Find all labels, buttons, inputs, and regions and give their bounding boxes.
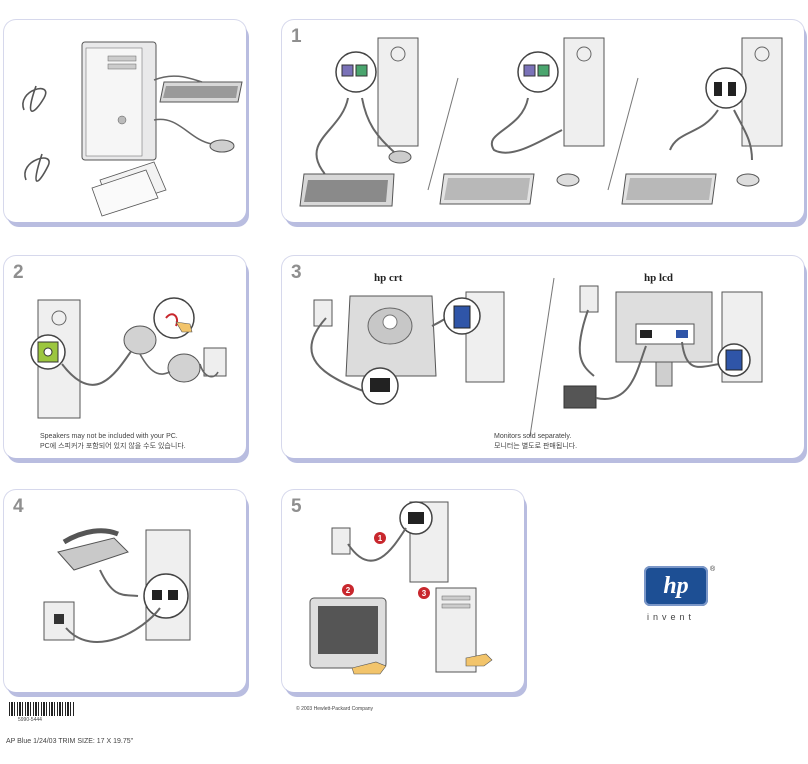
badge-2-icon xyxy=(342,584,354,596)
step-5-illustration: 1 2 3 xyxy=(309,501,493,675)
pc-tower-back-icon xyxy=(377,37,419,147)
keyboard-icon xyxy=(299,173,395,207)
keyboard-icon xyxy=(439,173,535,205)
crt-monitor-front-icon xyxy=(309,597,387,669)
panel-step-2: 2 Speakers may not be included with your… xyxy=(4,256,246,458)
power-adapter-icon xyxy=(563,385,597,409)
crt-monitor-label: hp crt xyxy=(374,272,403,284)
crt-monitor-back-icon xyxy=(345,295,437,377)
mouse-icon xyxy=(556,173,580,187)
monitors-caption-en: Monitors sold separately. xyxy=(494,433,572,440)
step-number: 4 xyxy=(13,496,24,517)
modem-port-callout-icon xyxy=(143,573,189,619)
step-number: 5 xyxy=(291,496,302,517)
keyboard-icon xyxy=(159,81,243,103)
unboxing-illustration xyxy=(22,41,243,217)
badge-2-label: 2 xyxy=(346,586,351,595)
mouse-icon xyxy=(736,173,760,187)
wall-outlet-icon xyxy=(331,527,351,555)
hp-logo: hp xyxy=(644,566,708,606)
step-2-illustration xyxy=(30,297,227,419)
speakers-caption-en: Speakers may not be included with your P… xyxy=(40,433,178,440)
print-info-text: AP Blue 1/24/03 TRIM SIZE: 17 X 19.75" xyxy=(6,738,134,745)
usb-port-callout-icon xyxy=(705,67,747,109)
copyright-text: © 2003 Hewlett-Packard Company xyxy=(296,706,374,712)
badge-3-label: 3 xyxy=(422,589,427,598)
panel-step-1: 1 xyxy=(282,20,804,222)
badge-1-label: 1 xyxy=(378,534,383,543)
wall-outlet-icon xyxy=(579,285,599,313)
pc-tower-icon xyxy=(81,41,157,161)
monitors-caption-ko: 모니터는 별도로 판매됩니다. xyxy=(494,443,578,450)
modem-cord-icon xyxy=(24,153,50,182)
lcd-monitor-label: hp lcd xyxy=(644,272,674,284)
hand-press-monitor-icon xyxy=(351,661,387,675)
speakers-caption-ko: PC에 스피커가 포함되어 있지 않을 수도 있습니다. xyxy=(40,443,186,450)
wall-outlet-icon xyxy=(203,347,227,377)
mouse-icon xyxy=(388,150,412,164)
step-3-illustration xyxy=(310,277,763,437)
panel-step-3: 3 hp crt hp lcd Monitor xyxy=(282,256,804,458)
hand-icon xyxy=(175,321,193,333)
hand-press-pc-icon xyxy=(465,653,493,667)
pc-tower-front-icon xyxy=(435,587,477,673)
barcode-number: 5990-5444 xyxy=(18,717,42,723)
step-number: 3 xyxy=(291,262,302,283)
step-number: 1 xyxy=(291,26,302,47)
hp-tagline: invent xyxy=(647,612,696,622)
hp-logo-mark: hp xyxy=(663,572,689,599)
panel-unboxing xyxy=(4,20,246,222)
wall-outlet-icon xyxy=(313,299,333,327)
badge-3-icon xyxy=(418,587,430,599)
power-cord-icon xyxy=(22,85,47,112)
mouse-icon xyxy=(209,139,235,153)
lcd-port-callout-icon xyxy=(635,323,695,345)
panel-step-4: 4 xyxy=(4,490,246,692)
step-number: 2 xyxy=(13,262,24,283)
barcode-icon xyxy=(9,702,75,716)
speaker-right-icon xyxy=(167,353,201,383)
badge-1-icon xyxy=(374,532,386,544)
step-4-illustration xyxy=(43,528,191,643)
step-1-illustration xyxy=(299,37,783,207)
telephone-icon xyxy=(57,528,129,571)
speaker-left-icon xyxy=(123,325,157,355)
panel-step-5: 5 1 2 3 xyxy=(282,490,524,692)
keyboard-icon xyxy=(621,173,717,205)
registered-mark: ® xyxy=(710,566,716,573)
